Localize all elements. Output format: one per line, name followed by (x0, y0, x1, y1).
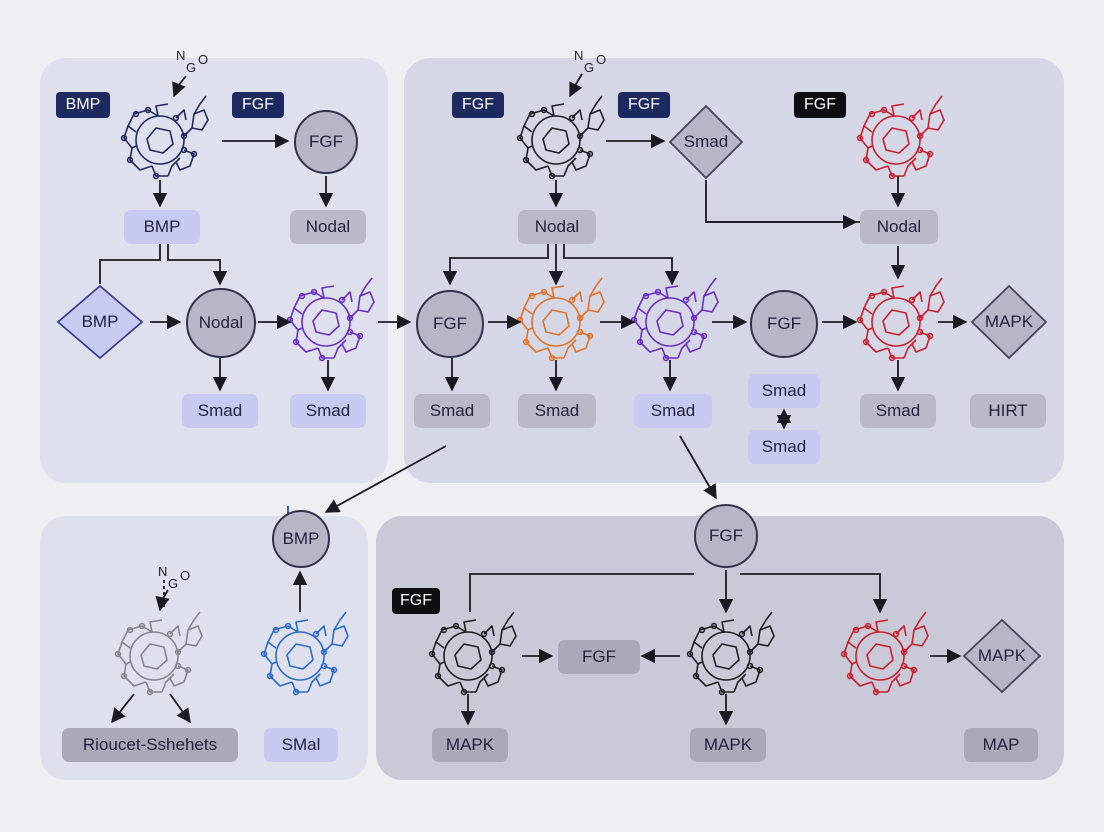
pill-hirt: HIRT (970, 394, 1046, 428)
formula-label-3: N G O (158, 564, 198, 604)
node-circle-fgf: FGF (416, 290, 484, 358)
pill-bmp: BMP (124, 210, 200, 244)
node-circle-fgf: FGF (750, 290, 818, 358)
formula-n: N (574, 48, 584, 63)
formula-o: O (180, 568, 191, 583)
formula-g: G (186, 60, 197, 75)
tag-fgf: FGF (452, 92, 504, 118)
formula-n: N (176, 48, 186, 63)
node-circle-fgf: FGF (694, 504, 758, 568)
formula-g: G (584, 60, 595, 75)
diamond-label: Smad (683, 132, 729, 151)
tag-fgf: FGF (392, 588, 440, 614)
tag-fgf: FGF (618, 92, 670, 118)
node-diamond-smad: Smad (668, 104, 744, 180)
pill-nodal: Nodal (290, 210, 366, 244)
pill-smad: Smad (518, 394, 596, 428)
node-circle-fgf: FGF (294, 110, 358, 174)
node-circle-nodal: Nodal (186, 288, 256, 358)
node-diamond-mapk: MAPK (962, 618, 1042, 694)
tag-fgf: FGF (794, 92, 846, 118)
pill-smad: Smad (748, 430, 820, 464)
node-diamond-bmp: BMP (56, 284, 144, 360)
pill-mapk: MAPK (690, 728, 766, 762)
pill-smal: SMal (264, 728, 338, 762)
pill-smad: Smad (748, 374, 820, 408)
pill-rioucet-sshehets: Rioucet-Sshehets (62, 728, 238, 762)
formula-label-1: N G O (176, 48, 216, 88)
tag-bmp: BMP (56, 92, 110, 118)
node-circle-bmp: BMP (272, 510, 330, 568)
pill-map: MAP (964, 728, 1038, 762)
pill-smad: Smad (634, 394, 712, 428)
pill-smad: Smad (860, 394, 936, 428)
tag-fgf: FGF (232, 92, 284, 118)
formula-o: O (596, 52, 607, 67)
pill-smad: Smad (290, 394, 366, 428)
formula-g: G (168, 576, 179, 591)
pill-fgf: FGF (558, 640, 640, 674)
node-diamond-mapk: MAPK (970, 284, 1048, 360)
formula-n: N (158, 564, 168, 579)
pill-mapk: MAPK (432, 728, 508, 762)
formula-label-2: N G O (574, 48, 614, 88)
pill-smad: Smad (182, 394, 258, 428)
pill-nodal: Nodal (860, 210, 938, 244)
diamond-label: MAPK (984, 312, 1034, 331)
formula-o: O (198, 52, 209, 67)
diamond-label: MAPK (977, 646, 1027, 665)
pill-smad: Smad (414, 394, 490, 428)
panel-top-right (404, 58, 1064, 483)
diamond-label: BMP (81, 312, 119, 331)
pill-nodal: Nodal (518, 210, 596, 244)
